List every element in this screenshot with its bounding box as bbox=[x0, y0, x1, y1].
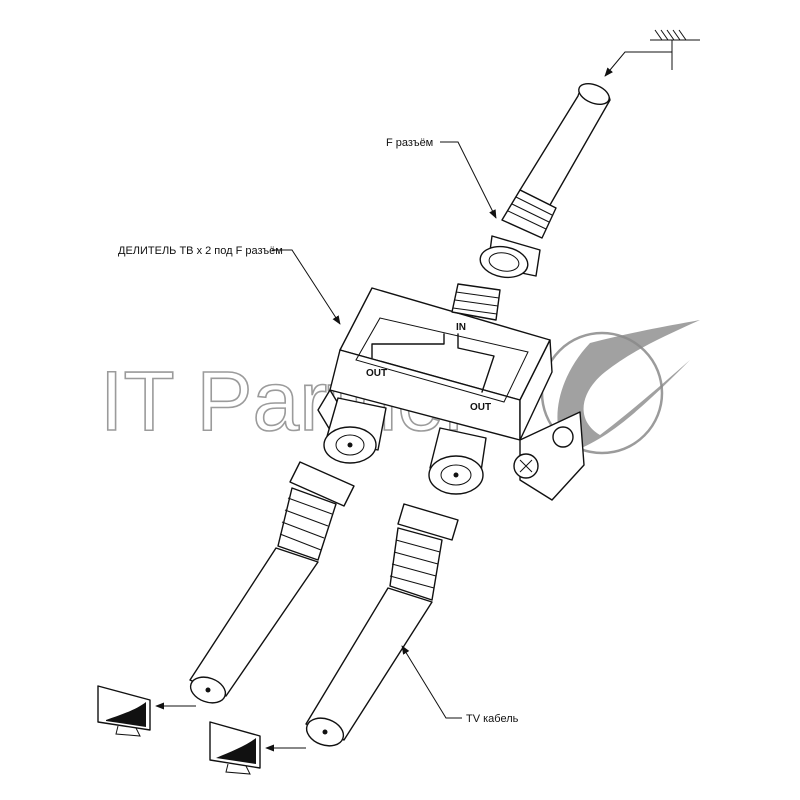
port-label-out-right: OUT bbox=[470, 402, 491, 413]
out-port-left bbox=[323, 397, 387, 464]
in-port bbox=[451, 283, 501, 321]
input-cable bbox=[519, 83, 611, 206]
tv-icon-right bbox=[209, 721, 261, 775]
input-f-connector bbox=[479, 189, 557, 279]
label-splitter: ДЕЛИТЕЛЬ ТВ х 2 под F разъём bbox=[118, 245, 283, 257]
antenna-icon bbox=[650, 29, 700, 70]
antenna-arrow bbox=[604, 51, 672, 77]
port-label-in: IN bbox=[456, 322, 466, 333]
arrow-f-connector bbox=[440, 141, 497, 219]
label-f-connector: F разъём bbox=[386, 137, 433, 149]
out-port-right bbox=[428, 427, 487, 495]
output-cable-left bbox=[189, 461, 355, 704]
tv-icon-left bbox=[97, 685, 151, 737]
signal-path bbox=[371, 333, 495, 393]
port-label-out-left: OUT bbox=[366, 368, 387, 379]
arrow-tv-cable bbox=[401, 645, 462, 719]
arrow-splitter bbox=[272, 249, 341, 325]
splitter-body bbox=[317, 287, 585, 501]
label-tv-cable: TV кабель bbox=[466, 713, 519, 725]
output-cable-right bbox=[305, 503, 459, 747]
